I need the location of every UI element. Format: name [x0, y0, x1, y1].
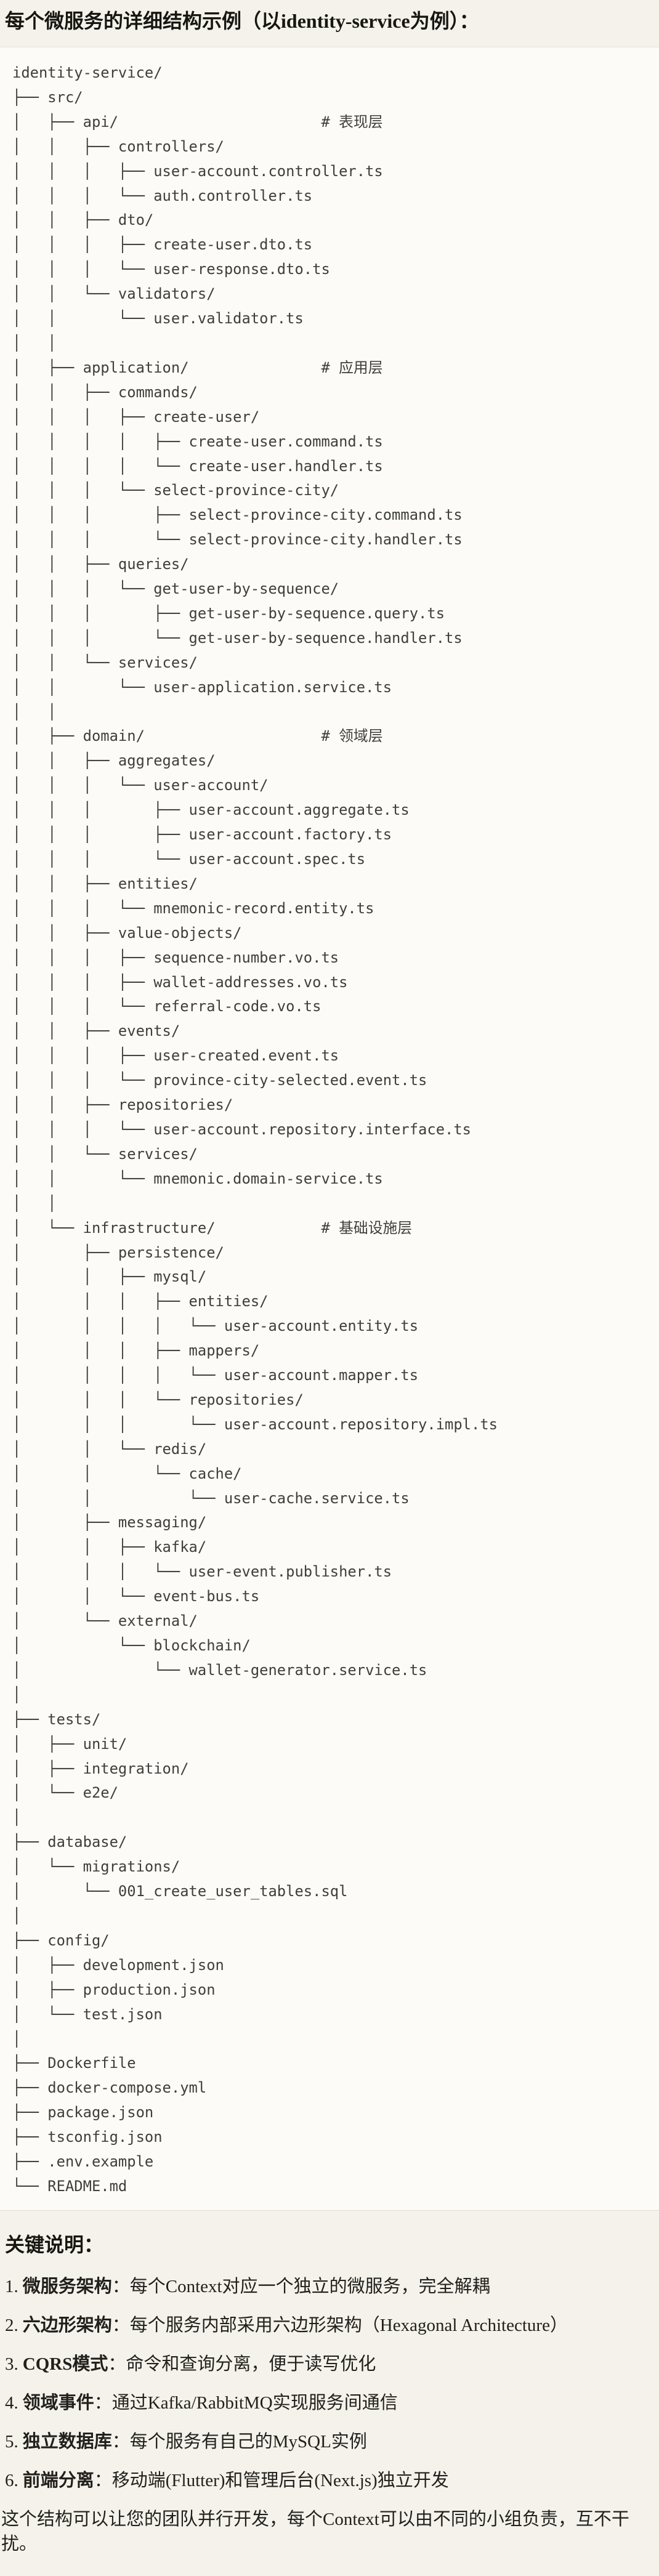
note-description: ：通过Kafka/RabbitMQ实现服务间通信 [94, 2392, 398, 2413]
notes-heading: 关键说明： [5, 2233, 104, 2256]
note-number: 5. [5, 2431, 18, 2452]
note-term: 独立数据库 [22, 2431, 112, 2452]
page-title: 每个微服务的详细结构示例（以identity-service为例）： [5, 10, 479, 32]
note-description: ：命令和查询分离，便于读写优化 [108, 2354, 376, 2374]
note-term: CQRS模式 [22, 2354, 108, 2374]
note-number: 4. [5, 2392, 18, 2413]
closing-paragraph: 这个结构可以让您的团队并行开发，每个Context可以由不同的小组负责，互不干扰… [1, 2509, 629, 2554]
note-term: 六边形架构 [22, 2315, 112, 2335]
note-item: 6.前端分离：移动端(Flutter)和管理后台(Next.js)独立开发 [5, 2468, 654, 2493]
note-description: ：移动端(Flutter)和管理后台(Next.js)独立开发 [94, 2470, 449, 2490]
note-item: 5.独立数据库：每个服务有自己的MySQL实例 [5, 2429, 654, 2454]
code-block: identity-service/ ├── src/ │ ├── api/ # … [0, 47, 659, 2211]
note-item: 3.CQRS模式：命令和查询分离，便于读写优化 [5, 2352, 654, 2376]
note-number: 2. [5, 2315, 18, 2335]
note-number: 3. [5, 2354, 18, 2374]
note-term: 领域事件 [22, 2392, 94, 2413]
note-number: 6. [5, 2470, 18, 2490]
note-description: ：每个服务内部采用六边形架构（Hexagonal Architecture） [111, 2315, 568, 2335]
note-item: 2.六边形架构：每个服务内部采用六边形架构（Hexagonal Architec… [5, 2313, 654, 2338]
note-item: 1.微服务架构：每个Context对应一个独立的微服务，完全解耦 [5, 2274, 654, 2299]
note-item: 4.领域事件：通过Kafka/RabbitMQ实现服务间通信 [5, 2391, 654, 2415]
note-term: 前端分离 [22, 2470, 94, 2490]
note-number: 1. [5, 2276, 18, 2296]
note-description: ：每个Context对应一个独立的微服务，完全解耦 [111, 2276, 490, 2296]
note-description: ：每个服务有自己的MySQL实例 [111, 2431, 367, 2452]
note-term: 微服务架构 [22, 2276, 112, 2296]
directory-tree: identity-service/ ├── src/ │ ├── api/ # … [12, 64, 498, 2195]
